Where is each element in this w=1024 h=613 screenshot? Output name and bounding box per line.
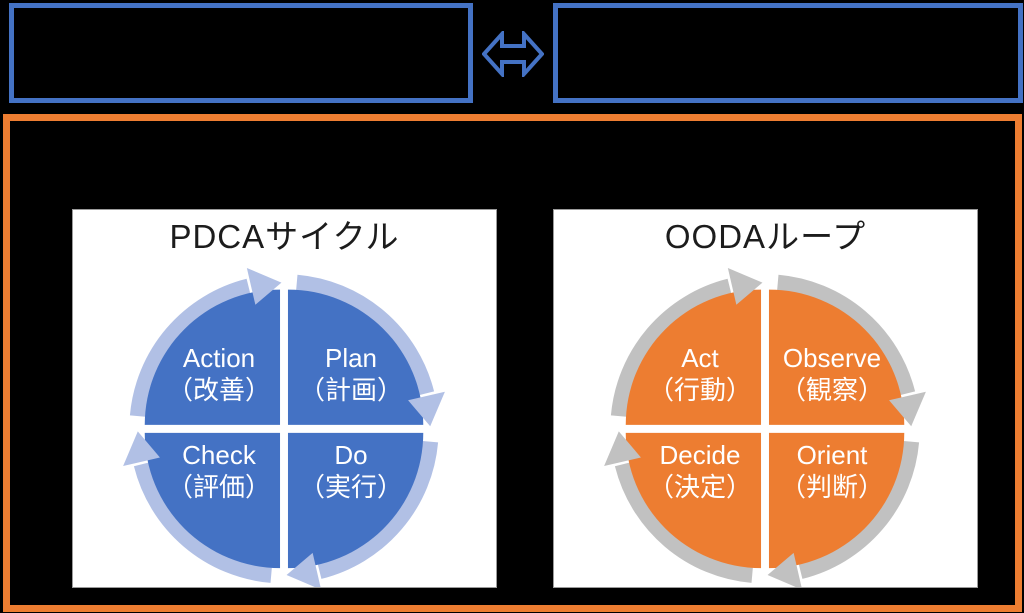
comparison-frame bbox=[3, 114, 1022, 612]
cycle-ring-arc bbox=[317, 440, 439, 579]
cycle-ring-arc bbox=[295, 274, 435, 396]
ooda-cycle-diagram bbox=[604, 267, 926, 587]
ooda-title: OODAループ bbox=[664, 218, 867, 255]
cycle-ring-arc bbox=[614, 462, 754, 583]
quadrant-slice bbox=[144, 289, 281, 425]
top-left-box bbox=[9, 3, 473, 103]
cycle-arrowhead-icon bbox=[123, 431, 160, 466]
pdca-panel: PDCAサイクル Action （改善） Plan （計画） Check （評価… bbox=[72, 209, 497, 588]
quadrant-slice bbox=[287, 289, 424, 425]
cycle-ring-arc bbox=[798, 440, 920, 579]
ooda-panel: OODAループ Act （行動） Observe （観察） Decide （決定… bbox=[553, 209, 978, 588]
cycle-arrowhead-icon bbox=[604, 431, 641, 466]
cycle-arrowhead-icon bbox=[889, 391, 926, 427]
quadrant-slice bbox=[625, 289, 762, 425]
pdca-title: PDCAサイクル bbox=[169, 218, 400, 255]
quadrant-slice bbox=[768, 432, 905, 569]
quadrant-slice bbox=[625, 432, 762, 569]
cycle-ring-arc bbox=[610, 278, 732, 417]
quadrant-slice bbox=[144, 432, 281, 569]
left-right-arrow-icon bbox=[482, 31, 544, 77]
cycle-arrowhead-icon bbox=[408, 391, 445, 427]
quadrant-slice bbox=[768, 289, 905, 425]
cycle-ring-arc bbox=[133, 462, 273, 583]
cycle-arrowhead-icon bbox=[246, 267, 282, 305]
cycle-arrowhead-icon bbox=[767, 552, 802, 587]
cycle-ring-arc bbox=[129, 278, 251, 417]
cycle-arrowhead-icon bbox=[727, 267, 763, 305]
cycle-arrowhead-icon bbox=[286, 552, 321, 587]
cycle-ring-arc bbox=[776, 274, 916, 396]
left-right-arrow-shape bbox=[482, 31, 544, 77]
pdca-cycle-diagram bbox=[123, 267, 445, 587]
top-right-box bbox=[553, 3, 1023, 103]
quadrant-slice bbox=[287, 432, 424, 569]
